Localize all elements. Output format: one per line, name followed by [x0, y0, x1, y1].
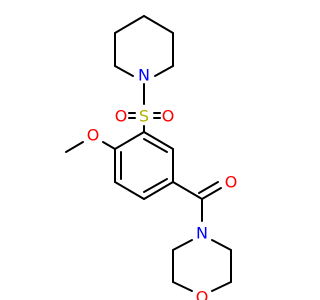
piperidine-ring [114, 15, 174, 77]
molecule-diagram: N S O O O O N O [65, 15, 238, 300]
methoxy-group [65, 141, 116, 153]
atom-o-morpholine: O [196, 288, 209, 300]
carbonyl-group [172, 181, 222, 222]
atom-n-morpholine: N [196, 224, 208, 243]
morpholine-ring [172, 239, 232, 292]
atom-s-sulfonyl: S [139, 107, 149, 126]
atom-n-piperidine: N [138, 66, 150, 85]
atom-o-sulfonyl-left: O [115, 107, 128, 126]
atom-o-sulfonyl-right: O [162, 107, 175, 126]
atom-o-carbonyl: O [225, 173, 238, 192]
structure-svg: N S O O O O N O [65, 15, 238, 300]
sulfonyl-oxygens [128, 112, 161, 119]
atom-o-methoxy: O [87, 126, 100, 145]
benzene-ring [114, 131, 174, 200]
